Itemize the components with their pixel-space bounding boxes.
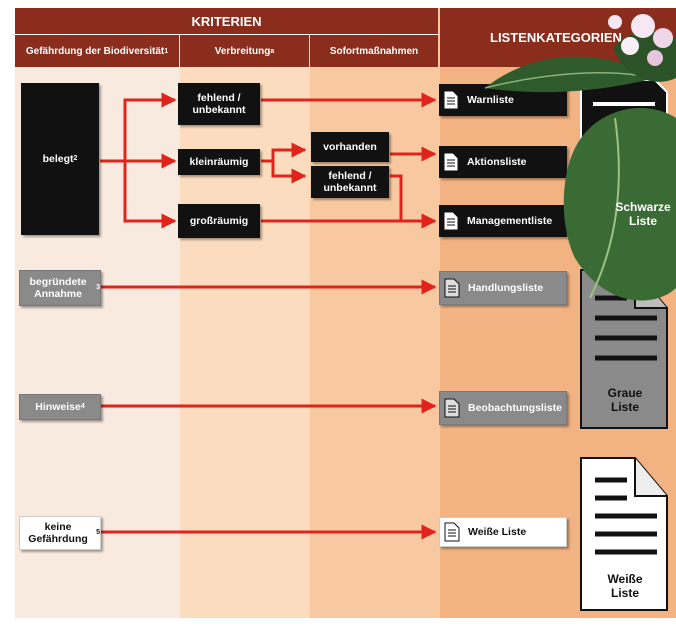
box-klein-text: kleinräumig	[189, 155, 249, 168]
document-icon	[444, 278, 460, 298]
arrow-layer	[100, 92, 437, 540]
header-kriterien-text: KRITERIEN	[191, 13, 262, 29]
big-doc-graue-label: Graue Liste	[595, 386, 655, 415]
box-kleinraeumig: kleinräumig	[178, 149, 260, 175]
arrow-klein-vorhanden	[261, 142, 307, 163]
document-icon	[444, 398, 460, 418]
arrow-belegt-fehlend	[100, 92, 177, 163]
column-sofortmassnahmen	[310, 8, 440, 618]
footnote-mark: 4	[80, 402, 85, 410]
arrow-belegt-gross	[123, 161, 177, 229]
box-vorhanden-text: vorhanden	[323, 140, 377, 153]
arrow-fehlend-management	[390, 174, 437, 229]
big-doc-weisse-label: Weiße Liste	[595, 572, 655, 601]
beobachtungsliste-text: Beobachtungsliste	[468, 401, 562, 414]
header-verbreitung-text: Verbreitung	[214, 45, 271, 57]
aktionsliste-text: Aktionsliste	[467, 155, 527, 168]
header-gefaehrdung-text: Gefährdung der Biodiversität	[25, 45, 165, 57]
document-icon	[444, 522, 460, 542]
warnliste-text: Warnliste	[467, 93, 514, 106]
document-icon	[443, 211, 459, 231]
box-hinweise-text: Hinweise	[35, 400, 81, 413]
footnote-mark: 2	[73, 154, 78, 162]
box-sofort-fehlend-text: fehlend / unbekannt	[323, 169, 377, 194]
big-doc-graue-text: Graue Liste	[607, 386, 643, 415]
document-icon	[443, 152, 459, 172]
box-weisse-liste: Weiße Liste	[439, 517, 567, 547]
header-kriterien: KRITERIEN	[15, 8, 438, 35]
box-aktionsliste: Aktionsliste	[439, 146, 567, 178]
box-fehlend-unbekannt: fehlend / unbekannt	[178, 83, 260, 125]
box-warnliste: Warnliste	[439, 84, 567, 116]
weisse-liste-text: Weiße Liste	[468, 525, 527, 538]
big-doc-schwarze-text: Schwarze Liste	[615, 200, 671, 229]
box-grossraeumig: großräumig	[178, 204, 260, 238]
box-begruendete-annahme: begründete Annahme 3	[19, 270, 101, 306]
box-begruendete-text: begründete Annahme	[29, 275, 87, 300]
box-gross-text: großräumig	[189, 214, 249, 227]
box-belegt-text: belegt	[42, 152, 74, 165]
footnote-mark: 5	[96, 528, 100, 536]
footnote-mark: 3	[96, 283, 100, 291]
header-sofortmassnahmen: Sofortmaßnahmen	[310, 35, 438, 67]
header-sofortmassnahmen-text: Sofortmaßnahmen	[329, 45, 419, 57]
big-doc-schwarze-label: Schwarze Liste	[613, 200, 673, 229]
big-doc-weisse-text: Weiße Liste	[607, 572, 643, 601]
managementliste-text: Managementliste	[467, 214, 553, 227]
box-vorhanden: vorhanden	[311, 132, 389, 162]
box-fehlend-text: fehlend / unbekannt	[192, 91, 246, 116]
arrow-klein-fehlend	[271, 161, 307, 184]
box-handlungsliste: Handlungsliste	[439, 271, 567, 305]
handlungsliste-text: Handlungsliste	[468, 281, 544, 294]
footnote-mark: a	[270, 47, 275, 55]
box-beobachtungsliste: Beobachtungsliste	[439, 391, 567, 425]
box-keine-gefaehrdung: keine Gefährdung 5	[19, 516, 101, 550]
header-listenkategorien-text: LISTENKATEGORIEN	[490, 30, 622, 45]
box-managementliste: Managementliste	[439, 205, 567, 237]
box-keine-text: keine Gefährdung	[28, 520, 88, 545]
footnote-mark: 1	[164, 47, 169, 55]
box-sofort-fehlend: fehlend / unbekannt	[311, 166, 389, 198]
document-icon	[443, 90, 459, 110]
